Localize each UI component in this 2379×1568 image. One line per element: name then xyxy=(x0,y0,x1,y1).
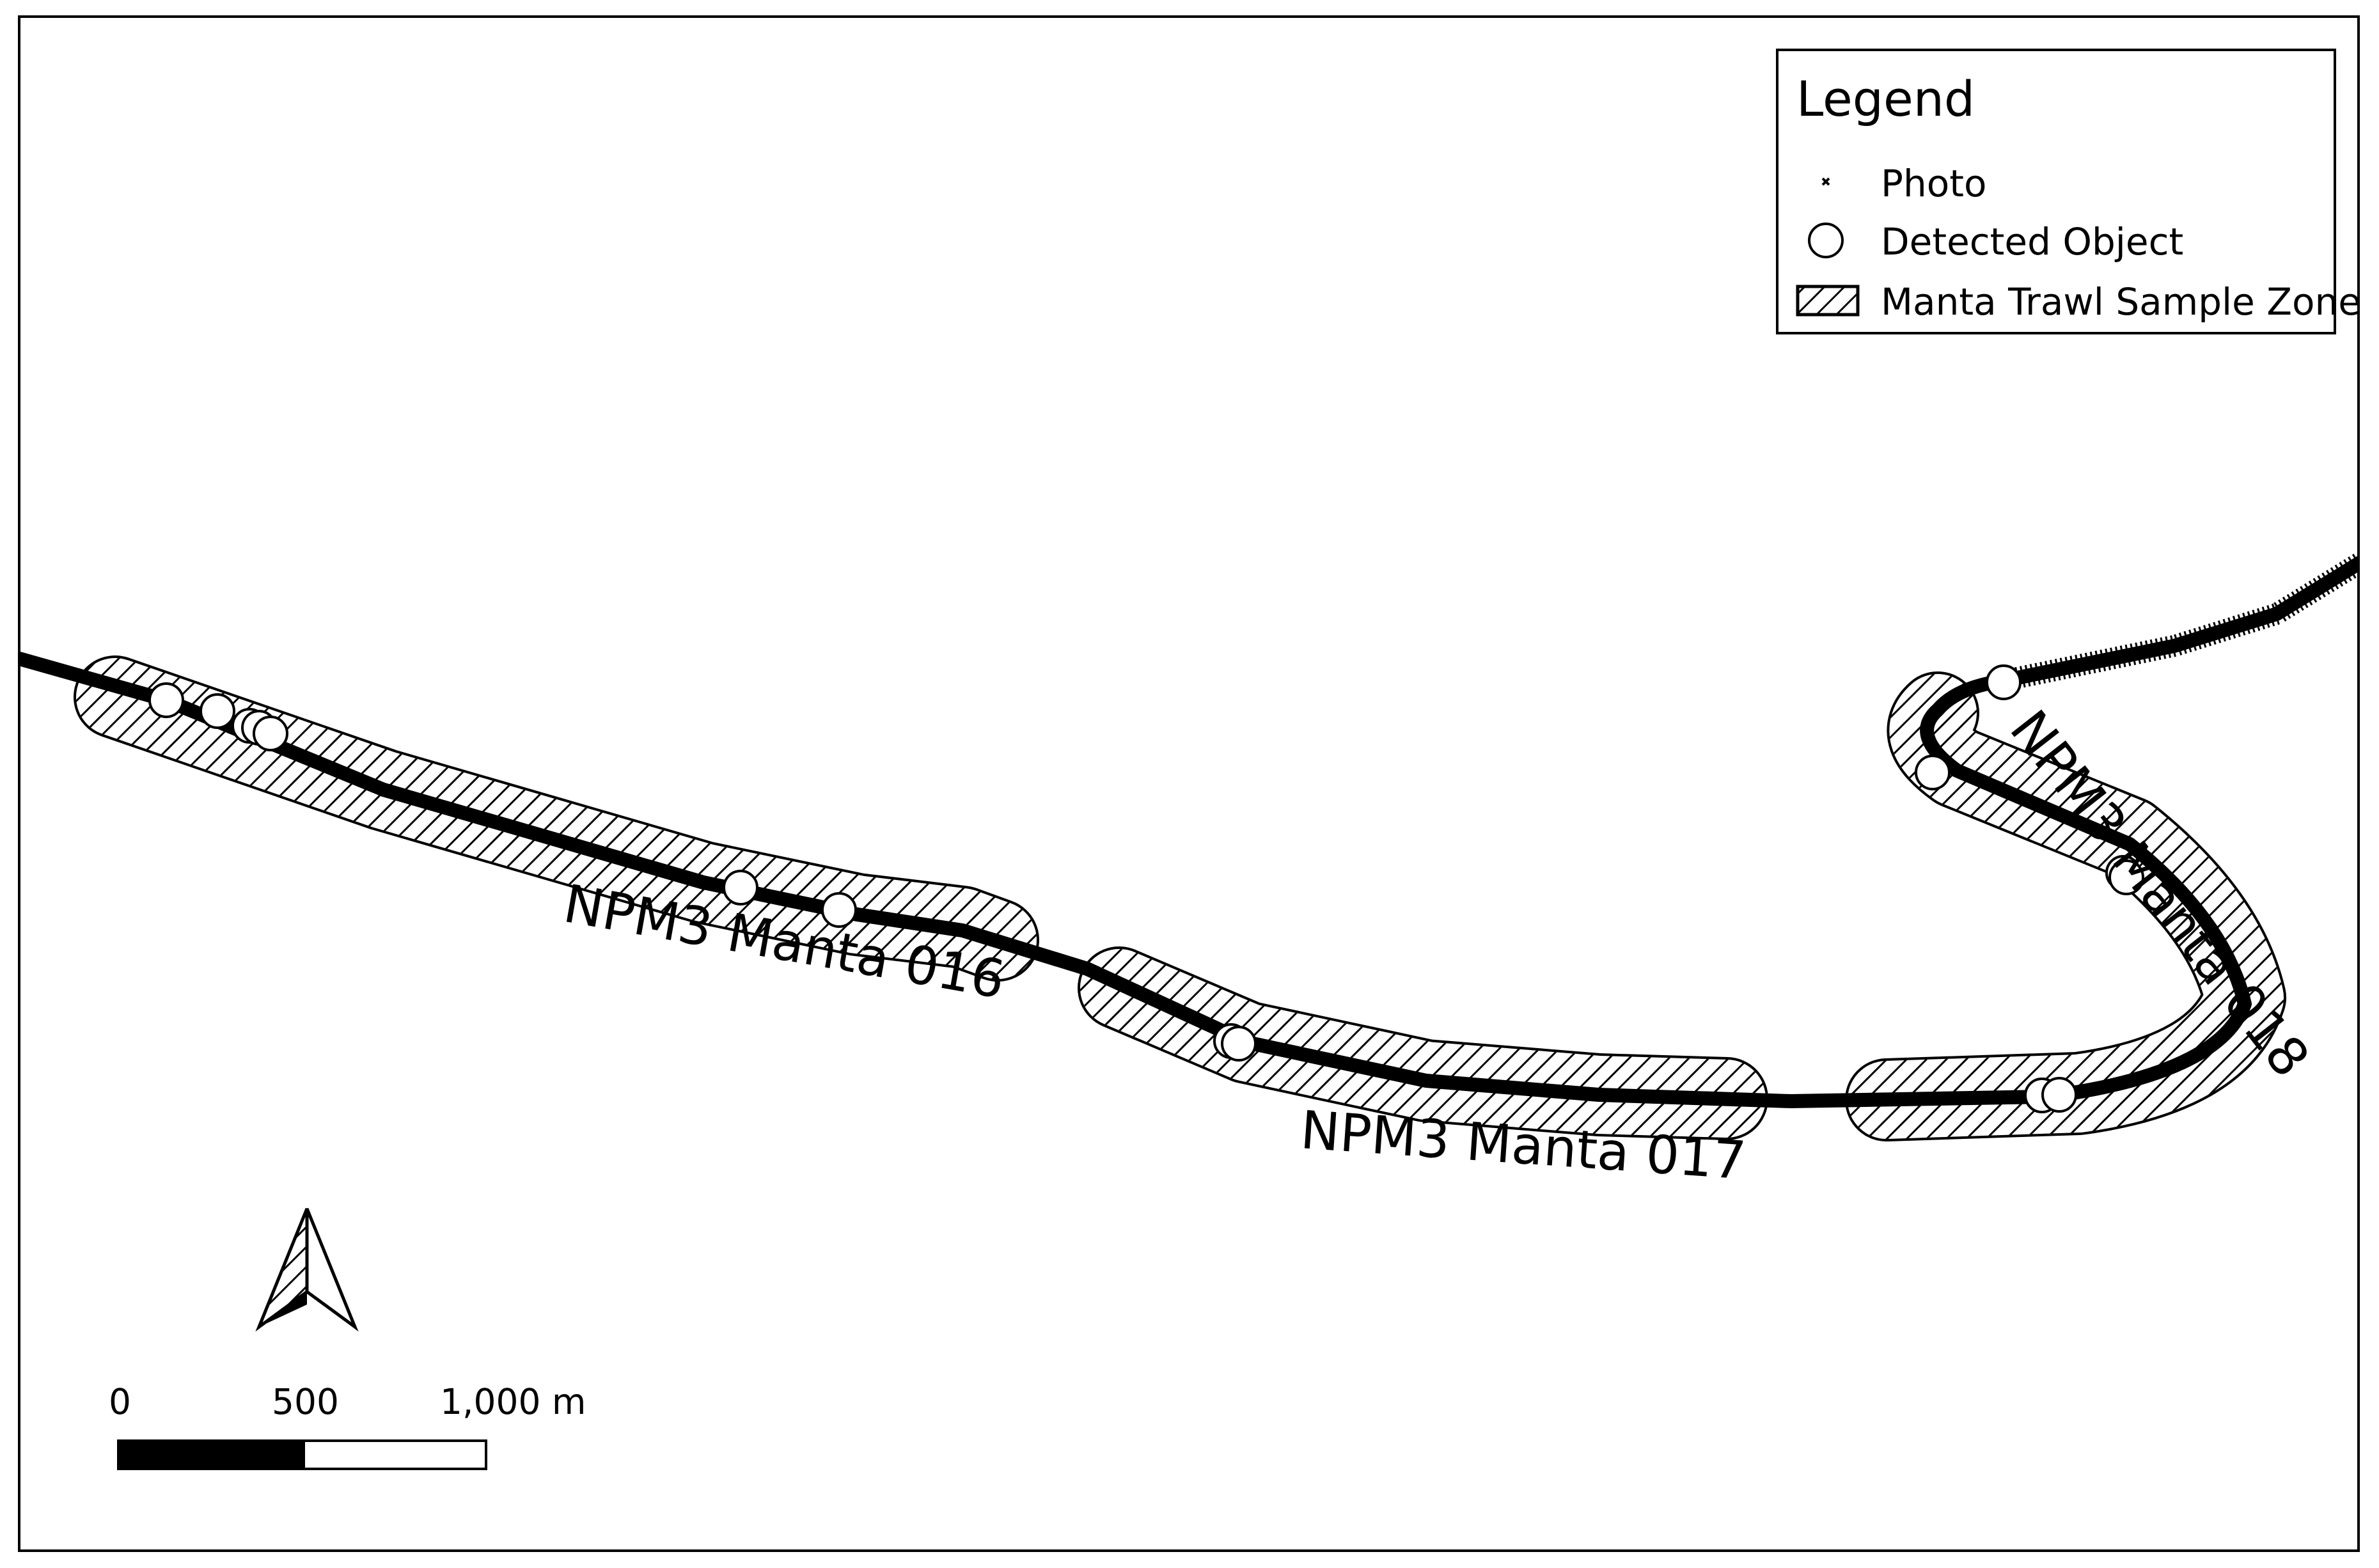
detected-object-marker xyxy=(2108,859,2144,895)
photo-track-edge-ticks xyxy=(1999,553,2357,692)
detected-objects xyxy=(148,664,2144,1113)
legend-label-photo: Photo xyxy=(1881,162,1987,205)
detected-object-marker xyxy=(1221,1026,1257,1062)
scale-label-1000: 1,000 m xyxy=(440,1381,586,1422)
cross-marker-icon xyxy=(1795,157,1862,208)
detected-object-marker xyxy=(723,870,758,906)
detected-object-marker xyxy=(253,716,288,751)
hatched-box-icon xyxy=(1795,275,1862,326)
scale-label-500: 500 xyxy=(272,1381,339,1422)
scale-label-0: 0 xyxy=(109,1381,131,1422)
detected-object-marker xyxy=(200,693,235,729)
legend-label-detected-object: Detected Object xyxy=(1881,220,2184,263)
circle-marker-icon xyxy=(1795,215,1862,266)
detected-object-marker xyxy=(1915,755,1951,790)
legend-item-sample-zone: Manta Trawl Sample Zone xyxy=(1778,275,2361,326)
detected-object-marker xyxy=(1986,664,2022,700)
detected-object-marker xyxy=(821,892,857,928)
legend-label-sample-zone: Manta Trawl Sample Zone xyxy=(1881,280,2361,324)
photo-track-line xyxy=(20,556,2357,1108)
legend-item-photo: Photo xyxy=(1778,157,2334,208)
detected-object-marker xyxy=(2041,1077,2077,1113)
detected-object-marker xyxy=(148,682,184,718)
north-arrow-icon xyxy=(255,1208,359,1332)
scale-bar xyxy=(117,1439,487,1470)
legend-item-detected-object: Detected Object xyxy=(1778,215,2334,266)
legend: Legend Photo Detected Object Manta Trawl… xyxy=(1776,49,2361,334)
legend-title: Legend xyxy=(1796,70,1975,127)
